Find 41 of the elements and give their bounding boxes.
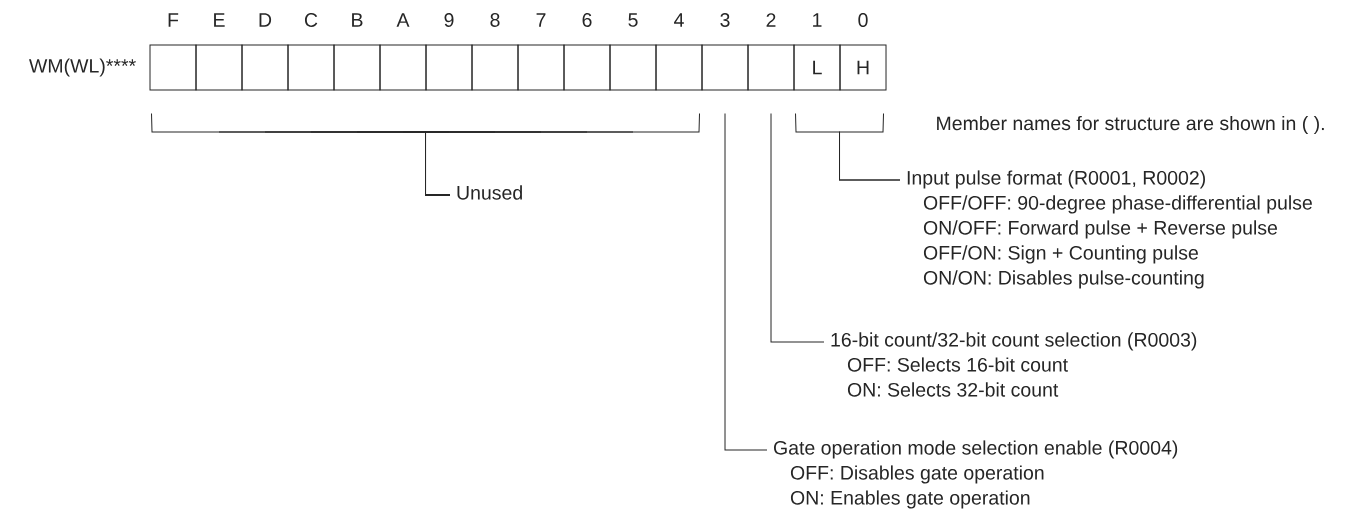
bit-cell: [195, 44, 243, 91]
bit-cell: [333, 44, 381, 91]
bit-number: 6: [582, 13, 592, 27]
note-text: Member names for structure are shown in ( ).: [937, 115, 1324, 135]
bit-number: 2: [766, 13, 776, 27]
bit-cell: [471, 44, 519, 91]
bit-cell: L: [793, 44, 841, 91]
bit-number: E: [214, 13, 225, 27]
bit-cell: [563, 44, 611, 91]
leader-line: [724, 113, 768, 451]
bit-cell: [609, 44, 657, 91]
bit-cell: [517, 44, 565, 91]
bit-cell: [747, 44, 795, 91]
bit-number: 7: [536, 13, 546, 27]
bit-number: 1: [813, 13, 822, 27]
bit-number: 0: [858, 13, 868, 27]
bit-number: D: [259, 13, 272, 27]
description-text: Gate operation mode selection enable (R0004) OFF: Disables gate operation ON: Enables gate operation: [774, 440, 1178, 509]
description-text: Input pulse format (R0001, R0002) OFF/OFF: 90-degree phase-differential pulse ON/OFF: Forward pulse + Reverse pulse OFF/ON: Sign + Counting pulse ON/ON: Disables pulse-counting: [907, 170, 1312, 289]
bit-number: 9: [444, 13, 454, 27]
bit-number: 3: [720, 13, 730, 27]
bit-number: C: [304, 13, 318, 27]
bit-cell: [655, 44, 703, 91]
leader-line: [839, 113, 901, 181]
bit-cell: [149, 44, 197, 91]
bit-cell: [379, 44, 427, 91]
bit-cell: [241, 44, 289, 91]
bit-cell: [287, 44, 335, 91]
bit-number: 4: [674, 13, 684, 27]
bit-cell: [425, 44, 473, 91]
description-text: Unused: [457, 185, 522, 200]
bit-number: 8: [490, 13, 500, 27]
bit-number: 5: [628, 13, 638, 27]
leader-line: [770, 113, 825, 343]
bit-cell: H: [839, 44, 887, 91]
leader-line: [425, 113, 700, 196]
bit-cell: [701, 44, 749, 91]
bit-number: F: [168, 13, 179, 27]
description-text: 16-bit count/32-bit count selection (R0003) OFF: Selects 16-bit count ON: Selects 32-bit count: [831, 332, 1197, 397]
bit-number: B: [352, 13, 363, 27]
bit-number: A: [396, 13, 410, 27]
